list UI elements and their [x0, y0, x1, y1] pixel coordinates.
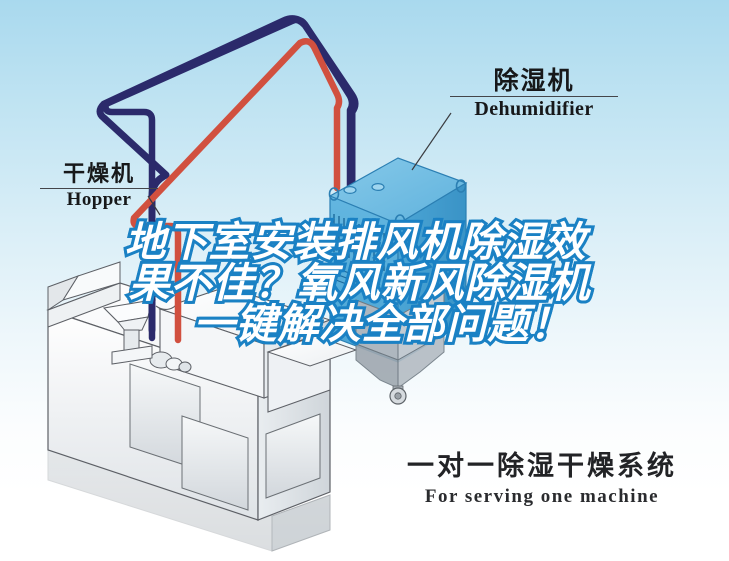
pipe-ports	[343, 183, 385, 195]
label-hopper-rule	[40, 188, 158, 190]
label-dehumidifier-cn: 除湿机	[493, 66, 575, 95]
dehumidifier-grille	[333, 214, 385, 271]
label-dehumidifier-rule	[450, 96, 618, 98]
caption-cn: 一对一除湿干燥系统	[407, 451, 677, 482]
label-hopper-cn: 干燥机	[62, 162, 135, 187]
caption: 一对一除湿干燥系统 For serving one machine	[372, 452, 712, 508]
label-hopper-en: Hopper	[66, 189, 132, 211]
dehumidifier-leader-line	[411, 112, 452, 171]
label-hopper: 干燥机 Hopper	[40, 163, 158, 211]
pipes	[102, 16, 356, 344]
caption-en: For serving one machine	[424, 485, 660, 507]
caster-wheel	[389, 385, 407, 405]
dehumidifier-vent	[335, 267, 381, 298]
label-dehumidifier: 除湿机 Dehumidifier	[450, 66, 618, 121]
lifting-eyes	[328, 179, 467, 228]
machine-nozzle	[149, 351, 192, 373]
label-dehumidifier-en: Dehumidifier	[474, 98, 594, 121]
hopper-leader-line	[147, 195, 161, 216]
dehumidifier-unit	[328, 157, 468, 405]
machine-unit	[46, 261, 358, 552]
